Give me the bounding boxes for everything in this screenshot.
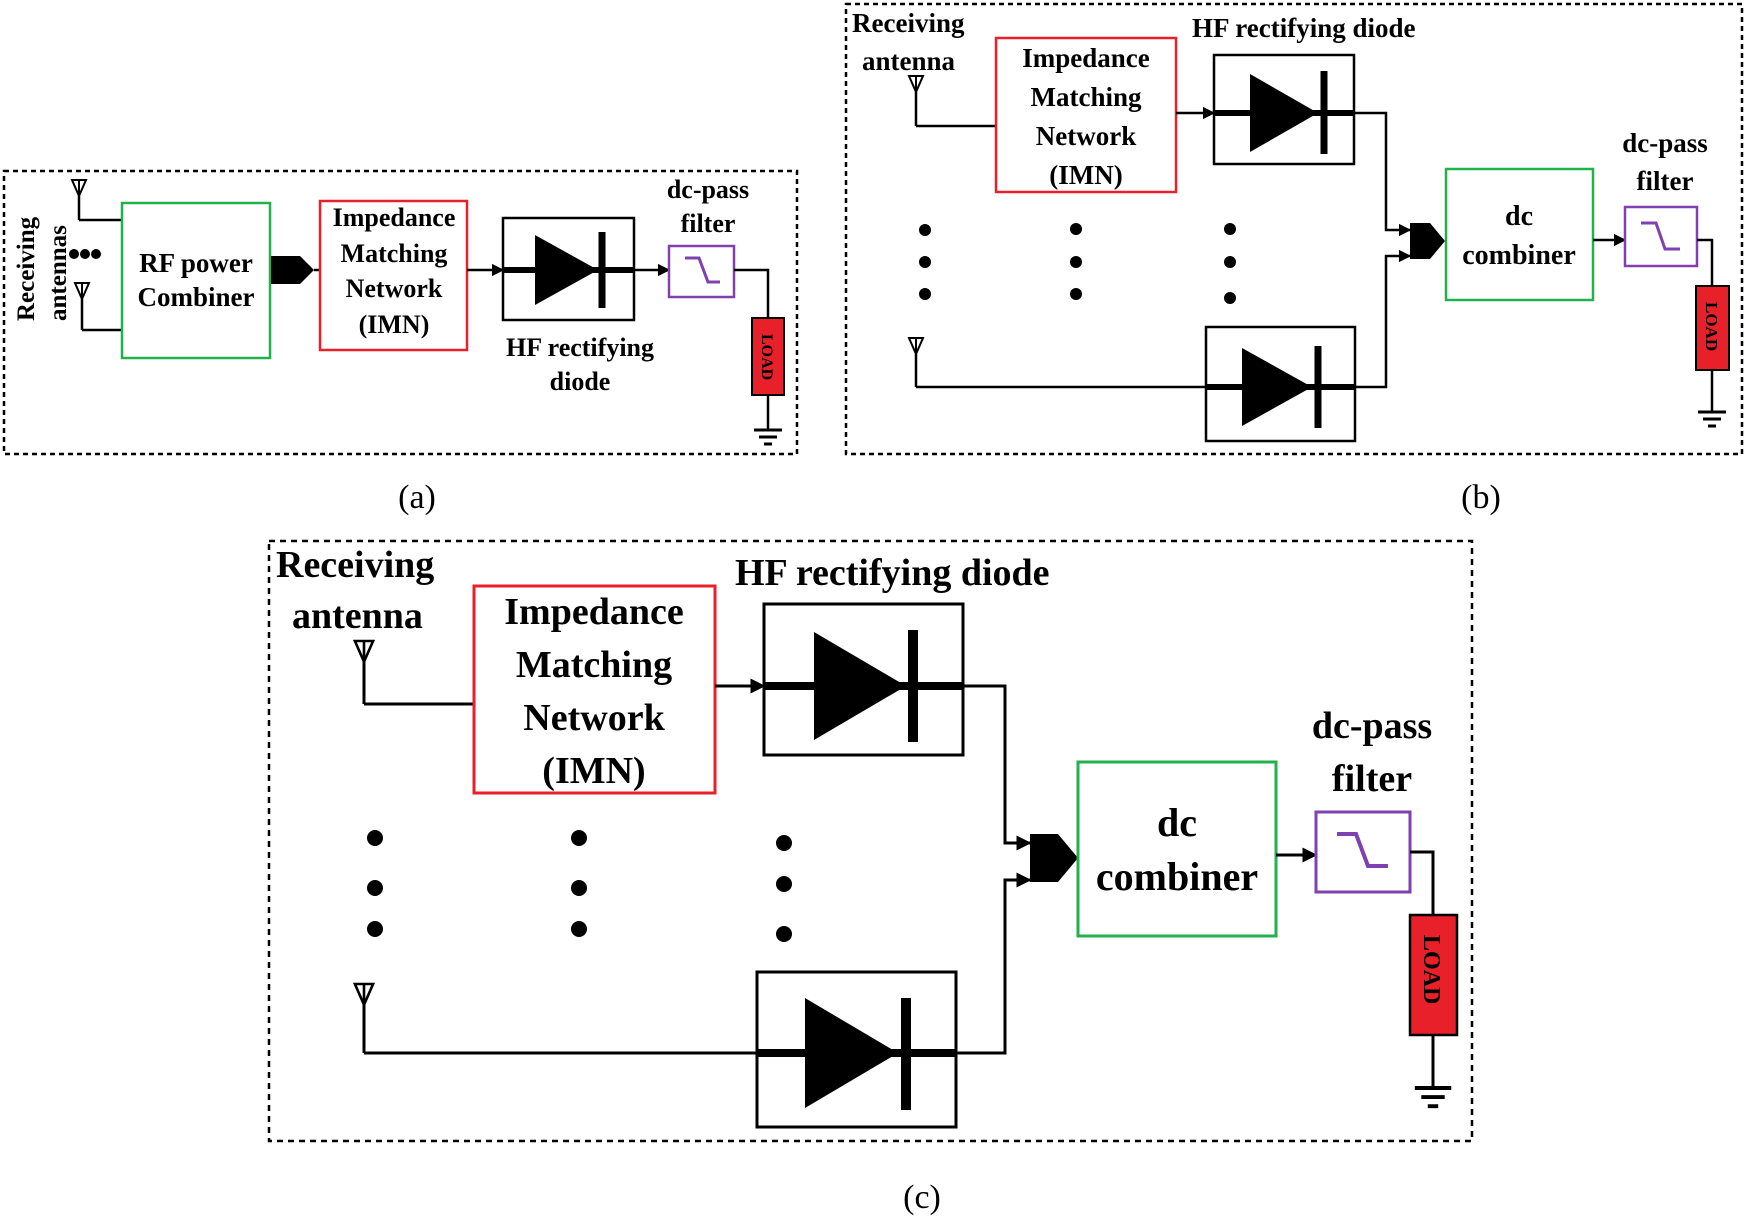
filter-label: dc-pass bbox=[1312, 705, 1432, 747]
receiving-antennas-label-2: antennas bbox=[45, 225, 72, 321]
caption-a: (a) bbox=[398, 479, 436, 516]
panel-b-frame bbox=[844, 2, 1744, 456]
caption-b: (b) bbox=[1461, 479, 1501, 516]
diode-icon bbox=[1212, 53, 1356, 166]
imn-box bbox=[994, 36, 1178, 194]
imn-label-2: Matching bbox=[1031, 82, 1142, 112]
antenna-icon bbox=[74, 282, 90, 300]
load-resistor bbox=[1695, 285, 1730, 371]
receiving-antenna-label-2: antenna bbox=[292, 595, 423, 637]
filter-label-2: filter bbox=[1332, 758, 1412, 800]
load-resistor bbox=[1408, 913, 1459, 1037]
panel-a-frame bbox=[2, 169, 799, 456]
load-label: LOAD bbox=[758, 334, 775, 380]
dc-combiner-label: dc bbox=[1157, 800, 1197, 845]
dc-pass-filter-box bbox=[1623, 205, 1699, 268]
antenna-icon bbox=[908, 75, 924, 93]
ground-icon bbox=[1696, 410, 1728, 428]
filter-label: dc-pass bbox=[1622, 128, 1708, 158]
diode-icon bbox=[1204, 325, 1357, 443]
filter-label-2: filter bbox=[681, 209, 736, 238]
rf-combiner-label-2: Combiner bbox=[138, 282, 255, 312]
diode-label: HF rectifying bbox=[506, 333, 654, 362]
combiner-input-shape bbox=[1030, 834, 1078, 882]
diode-icon bbox=[501, 216, 636, 322]
imn-label: Impedance bbox=[504, 591, 683, 633]
imn-label: Impedance bbox=[1022, 43, 1150, 73]
dc-combiner-box bbox=[1444, 167, 1595, 302]
antenna-icon bbox=[353, 639, 375, 664]
rf-power-combiner-box bbox=[120, 201, 272, 360]
ellipsis-dots bbox=[919, 223, 1236, 304]
receiving-antenna-label: Receiving bbox=[852, 8, 965, 38]
imn-label-4: (IMN) bbox=[359, 310, 430, 339]
imn-label: Impedance bbox=[333, 203, 456, 232]
dc-combiner-box bbox=[1076, 760, 1278, 938]
diode-icon bbox=[755, 970, 958, 1129]
imn-label-2: Matching bbox=[516, 644, 672, 686]
imn-label-3: Network bbox=[523, 697, 665, 739]
caption-c: (c) bbox=[903, 1179, 941, 1216]
panel-a: Receiving antennas RF power Combiner Imp… bbox=[2, 169, 799, 516]
receiving-antenna-label: Receiving bbox=[276, 544, 434, 586]
ground-icon bbox=[752, 428, 784, 446]
ground-icon bbox=[1414, 1086, 1452, 1109]
imn-label-4: (IMN) bbox=[542, 750, 645, 792]
imn-label-3: Network bbox=[346, 274, 443, 303]
receiving-antenna-label-2: antenna bbox=[862, 46, 956, 76]
ellipsis-dots bbox=[367, 830, 792, 942]
combiner-output-shape bbox=[271, 256, 314, 284]
antenna-icon bbox=[71, 179, 87, 197]
diode-label: HF rectifying diode bbox=[1192, 13, 1415, 43]
diode-label-2: diode bbox=[550, 367, 611, 396]
filter-label-2: filter bbox=[1637, 166, 1694, 196]
imn-box bbox=[318, 199, 469, 352]
panel-c-frame bbox=[267, 539, 1474, 1143]
diode-icon bbox=[762, 602, 965, 757]
antenna-icon bbox=[353, 982, 375, 1007]
diode-label: HF rectifying diode bbox=[735, 552, 1050, 594]
panel-c: Receiving antenna Impedance Matching Net… bbox=[267, 539, 1474, 1216]
antenna-icon bbox=[908, 337, 924, 355]
filter-label: dc-pass bbox=[667, 175, 749, 204]
load-label: LOAD bbox=[1702, 302, 1721, 351]
combiner-input-shape bbox=[1410, 223, 1445, 259]
imn-label-4: (IMN) bbox=[1049, 160, 1122, 190]
load-label: LOAD bbox=[1418, 935, 1444, 1004]
dc-combiner-label: dc bbox=[1505, 201, 1533, 232]
imn-label-3: Network bbox=[1036, 121, 1136, 151]
imn-box bbox=[472, 584, 717, 795]
imn-label-2: Matching bbox=[341, 239, 448, 268]
receiving-antennas-label: Receiving bbox=[13, 216, 40, 321]
dc-pass-filter-box bbox=[667, 244, 736, 299]
rf-combiner-label: RF power bbox=[139, 248, 253, 278]
dc-combiner-label-2: combiner bbox=[1096, 854, 1258, 899]
panel-b: Receiving antenna Impedance Matching Net… bbox=[844, 2, 1744, 516]
dc-combiner-label-2: combiner bbox=[1462, 240, 1576, 271]
